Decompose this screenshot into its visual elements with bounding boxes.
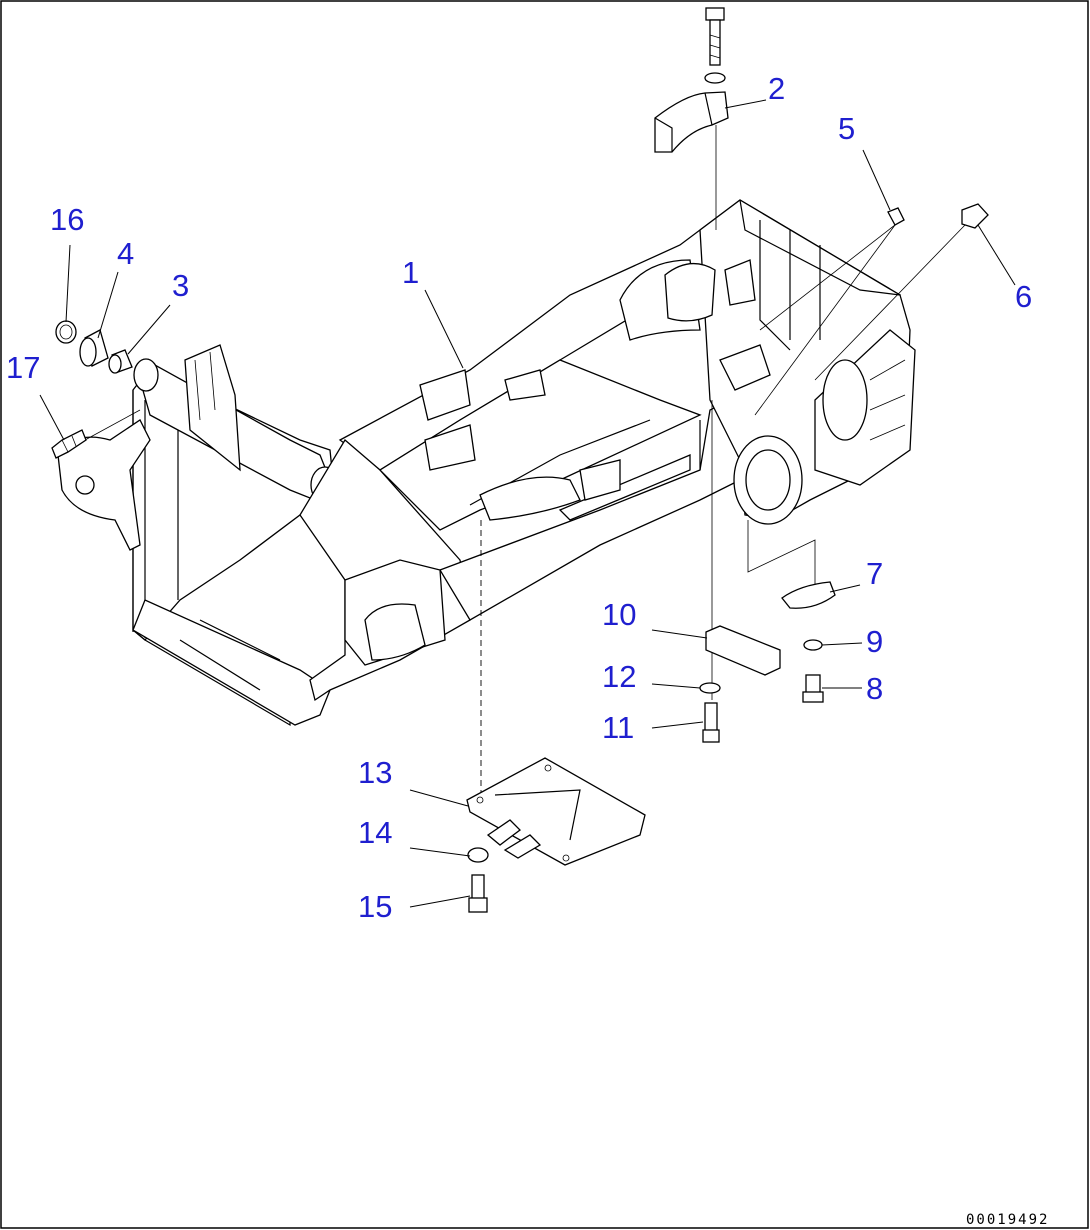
parts-5-6-fittings (887, 203, 989, 229)
callout-12: 12 (602, 659, 636, 694)
callout-5: 5 (838, 111, 855, 146)
assembly-lines (84, 125, 966, 800)
leader-lines (39, 99, 1016, 908)
callout-17: 17 (6, 350, 40, 385)
callout-11: 11 (602, 710, 634, 745)
callout-2: 2 (768, 71, 785, 106)
callout-7: 7 (866, 556, 883, 591)
parts-3-4-16-bushings (55, 320, 133, 374)
part-2-bolt-washer-clamp (654, 7, 729, 153)
parts-10-11-12-plate-bolt-washer (699, 625, 781, 743)
callout-9: 9 (866, 624, 883, 659)
callout-13: 13 (358, 755, 392, 790)
callout-14: 14 (358, 815, 392, 850)
callout-3: 3 (172, 268, 189, 303)
callout-4: 4 (117, 236, 134, 271)
drawing-number: 00019492 (966, 1212, 1049, 1228)
parts-13-14-15-plate-washer-bolt (466, 757, 646, 913)
callout-15: 15 (358, 889, 392, 924)
parts-7-8-9-cover-bolt-washer (781, 581, 836, 703)
callout-1: 1 (402, 255, 419, 290)
callout-6: 6 (1015, 279, 1032, 314)
main-frame (57, 199, 916, 727)
callout-8: 8 (866, 671, 883, 706)
part-17-grease-fitting (51, 429, 87, 459)
callout-10: 10 (602, 597, 636, 632)
callout-16: 16 (50, 202, 84, 237)
callout-labels: 1 2 3 4 5 6 7 8 9 10 11 12 13 14 15 16 1… (6, 71, 1032, 924)
